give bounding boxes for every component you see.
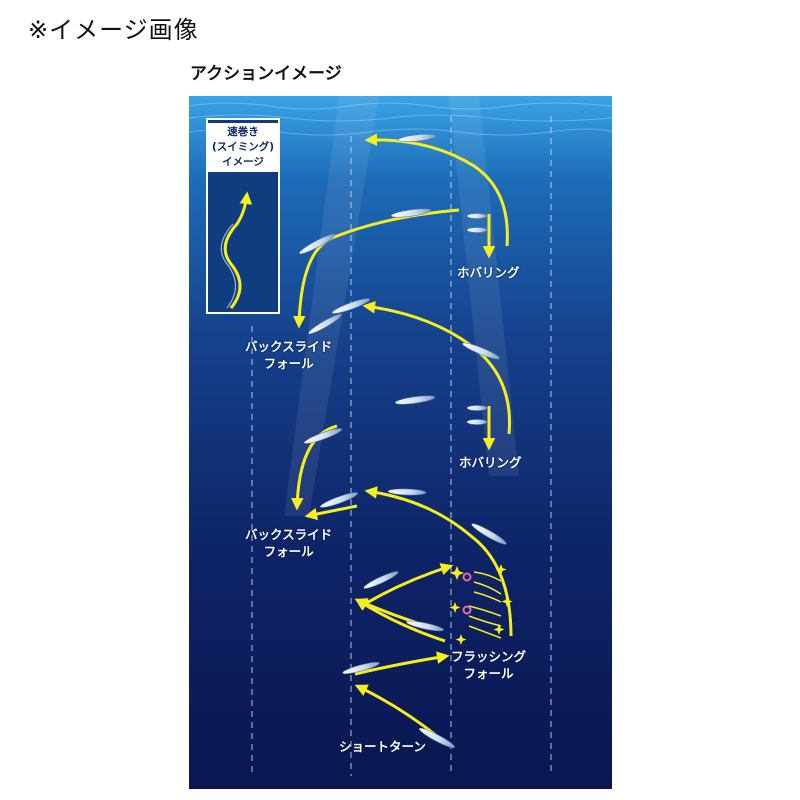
lure-icon [471, 523, 507, 545]
label-backslide-2-line2: フォール [263, 544, 314, 559]
label-flashing-fall: フラッシング フォール [451, 648, 526, 682]
label-hovering-1: ホバリング [457, 265, 520, 280]
action-arrows [220, 133, 513, 749]
short-turn-arrow-1 [354, 684, 438, 738]
inset-title-line1: 速巻き [227, 126, 259, 138]
lure-icon [342, 661, 380, 675]
label-short-turn: ショートターン [339, 739, 426, 754]
lure-icon [303, 428, 343, 444]
sparkle-icon [449, 564, 513, 645]
label-backslide-2-line1: バックスライド [245, 527, 333, 542]
lure-group [298, 133, 507, 749]
lure-icon [406, 620, 444, 632]
flashing-lures [468, 571, 502, 639]
label-flashing-line2: フォール [463, 666, 514, 681]
lure-icon [466, 405, 488, 411]
image-note: ※イメージ画像 [28, 16, 199, 44]
zigzag-arrow-2 [364, 563, 454, 606]
inset-title-line3: イメージ [222, 156, 264, 168]
lure-icon [466, 213, 488, 219]
inset-title-line2: (スイミング) [211, 141, 275, 153]
short-turn-arrow-2 [354, 651, 450, 676]
lure-icon [363, 571, 399, 589]
inset-title: 速巻き (スイミング) イメージ [208, 123, 278, 172]
lure-icon [462, 342, 500, 360]
lure-icon [394, 395, 436, 405]
label-backslide-2: バックスライド フォール [245, 526, 332, 560]
lure-icon [418, 727, 456, 749]
lure-icon [466, 227, 488, 233]
lure-icon [387, 488, 427, 496]
label-backslide-1: バックスライド フォール [245, 338, 332, 372]
lure-icon [298, 233, 336, 255]
diagram-title: アクションイメージ [190, 64, 342, 84]
lure-icon [397, 133, 437, 143]
swimming-path-arrow [223, 191, 253, 309]
ring-icon [462, 572, 472, 615]
lure-icon [319, 492, 359, 508]
label-backslide-1-line1: バックスライド [245, 339, 333, 354]
backslide-arrow-2a [290, 424, 338, 511]
label-backslide-1-line2: フォール [263, 356, 314, 371]
lure-icon [331, 298, 371, 314]
backslide-arrow-2b [304, 504, 358, 521]
label-hovering-2: ホバリング [459, 455, 522, 470]
lure-icon [308, 313, 342, 335]
action-diagram-panel: 速巻き (スイミング) イメージ [189, 96, 612, 789]
lure-icon [466, 419, 488, 425]
lure-icon [390, 208, 432, 218]
label-flashing-line1: フラッシング [451, 649, 527, 664]
